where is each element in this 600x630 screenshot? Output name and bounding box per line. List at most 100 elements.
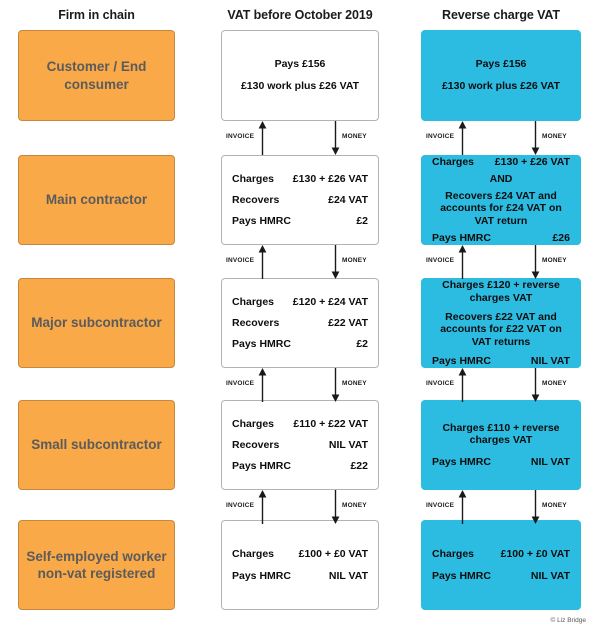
firm-label: Major subcontractor — [31, 315, 162, 331]
money-label: MONEY — [542, 380, 567, 387]
detail-value: £22 — [350, 460, 368, 473]
copyright-credit: © Liz Bridge — [550, 617, 587, 624]
flow-connector: INVOICE MONEY — [0, 245, 600, 279]
line-spacer — [222, 308, 378, 317]
invoice-label: INVOICE — [426, 380, 455, 387]
column-header-reverse-charge-vat: Reverse charge VAT — [442, 8, 560, 22]
detail-label: Pays HMRC — [232, 215, 291, 228]
firm-box[interactable]: Major subcontractor — [18, 278, 175, 368]
arrow-down-icon — [331, 368, 340, 402]
detail-value: £22 VAT — [328, 316, 368, 329]
detail-value: £100 + £0 VAT — [500, 548, 570, 561]
firm-box[interactable]: Customer / End consumer — [18, 30, 175, 121]
arrow-up-icon — [258, 490, 267, 524]
detail-value: NIL VAT — [530, 569, 570, 582]
detail-value: NIL VAT — [328, 438, 368, 451]
line-spacer — [222, 71, 378, 80]
arrow-down-icon — [331, 245, 340, 279]
detail-value: £2 — [356, 338, 368, 351]
vat-before-box[interactable]: Pays £156£130 work plus £26 VAT — [221, 30, 379, 121]
column-header-firm-in-chain: Firm in chain — [58, 8, 135, 22]
detail-value: £2 — [356, 215, 368, 228]
flow-connector: INVOICE MONEY — [0, 245, 600, 279]
vat-before-box[interactable]: Charges £110 + £22 VAT Recovers NIL VAT Pays… — [221, 400, 379, 490]
detail-value: £110 + £22 VAT — [293, 417, 368, 430]
detail-text: Recovers £22 VAT and accounts for £22 VA… — [440, 310, 562, 348]
arrow-down-icon — [531, 490, 540, 524]
arrow-down-icon — [331, 490, 340, 524]
line-spacer — [222, 430, 378, 439]
firm-label: Small subcontractor — [31, 437, 162, 453]
line-spacer — [222, 561, 378, 570]
detail-label: Pays HMRC — [232, 569, 291, 582]
invoice-label: INVOICE — [226, 502, 255, 509]
firm-box[interactable]: Small subcontractor — [18, 400, 175, 490]
column-header-vat-before-october-2019: VAT before October 2019 — [227, 8, 373, 22]
arrow-up-icon — [458, 121, 467, 155]
invoice-label: INVOICE — [226, 257, 255, 264]
detail-label: Pays HMRC — [432, 569, 491, 582]
firm-label: Self-employed worker non-vat registered — [26, 548, 167, 581]
money-label: MONEY — [542, 133, 567, 140]
invoice-label: INVOICE — [426, 502, 455, 509]
reverse-charge-box[interactable]: Pays £156£130 work plus £26 VAT — [421, 30, 581, 121]
reverse-charge-box[interactable]: Charges £110 + reverse charges VAT Pays H… — [421, 400, 581, 490]
detail-label: Pays HMRC — [432, 231, 491, 244]
arrow-up-icon — [258, 121, 267, 155]
arrow-down-icon — [531, 368, 540, 402]
detail-label: Charges — [232, 172, 275, 185]
detail-row: Pays HMRC£22 — [222, 460, 378, 472]
detail-text: Recovers £24 VAT and accounts for £24 VA… — [440, 189, 562, 227]
firm-label: Customer / End consumer — [46, 59, 147, 92]
detail-row: Pays HMRC £2 — [222, 338, 378, 350]
detail-row: Charges £110 + £22 VAT — [222, 418, 378, 430]
line-spacer — [222, 206, 378, 215]
invoice-label: INVOICE — [226, 380, 255, 387]
detail-row: Recovers £22 VAT — [222, 317, 378, 329]
flow-connector: INVOICE MONEY — [0, 368, 600, 402]
firm-box[interactable]: Self-employed worker non-vat registered — [18, 520, 175, 610]
detail-label: Recovers — [232, 316, 280, 329]
reverse-charge-box[interactable]: Charges£100 + £0 VAT Pays HMRC NIL VAT — [421, 520, 581, 610]
detail-label: Recovers — [232, 438, 280, 451]
detail-text: Pays £156 — [475, 58, 527, 71]
detail-label: Recovers — [232, 193, 280, 206]
detail-label: Pays HMRC — [232, 338, 291, 351]
invoice-label: INVOICE — [426, 133, 455, 140]
detail-row: Charges£100 + £0 VAT — [222, 548, 378, 560]
reverse-charge-box[interactable]: Charges £120 + reverse charges VAT Recove… — [421, 278, 581, 368]
detail-row: Charges£100 + £0 VAT — [422, 548, 580, 560]
arrow-down-icon — [531, 121, 540, 155]
flow-connector: INVOICE MONEY — [0, 121, 600, 155]
money-label: MONEY — [342, 380, 367, 387]
arrow-up-icon — [458, 368, 467, 402]
detail-label: Charges — [232, 417, 275, 430]
flow-connector: INVOICE MONEY — [0, 121, 600, 155]
money-label: MONEY — [342, 257, 367, 264]
arrow-up-icon — [258, 245, 267, 279]
flow-connector: INVOICE MONEY — [0, 368, 600, 402]
line-spacer — [222, 329, 378, 338]
detail-row: Pays HMRC £2 — [222, 215, 378, 227]
arrow-up-icon — [258, 368, 267, 402]
line-spacer — [222, 185, 378, 194]
detail-row: Pays HMRC £26 — [422, 232, 580, 244]
detail-value: £120 + £24 VAT — [292, 295, 368, 308]
money-label: MONEY — [542, 257, 567, 264]
arrow-up-icon — [458, 245, 467, 279]
detail-text: Charges £120 + reverse charges VAT — [442, 279, 560, 304]
detail-label: Pays HMRC — [432, 354, 491, 367]
detail-value: £130 + £26 VAT — [494, 156, 570, 168]
detail-text: £130 work plus £26 VAT — [240, 80, 360, 92]
detail-value: £26 — [552, 231, 570, 244]
detail-text: Charges £110 + reverse charges VAT — [442, 421, 560, 447]
firm-box[interactable]: Main contractor — [18, 155, 175, 245]
